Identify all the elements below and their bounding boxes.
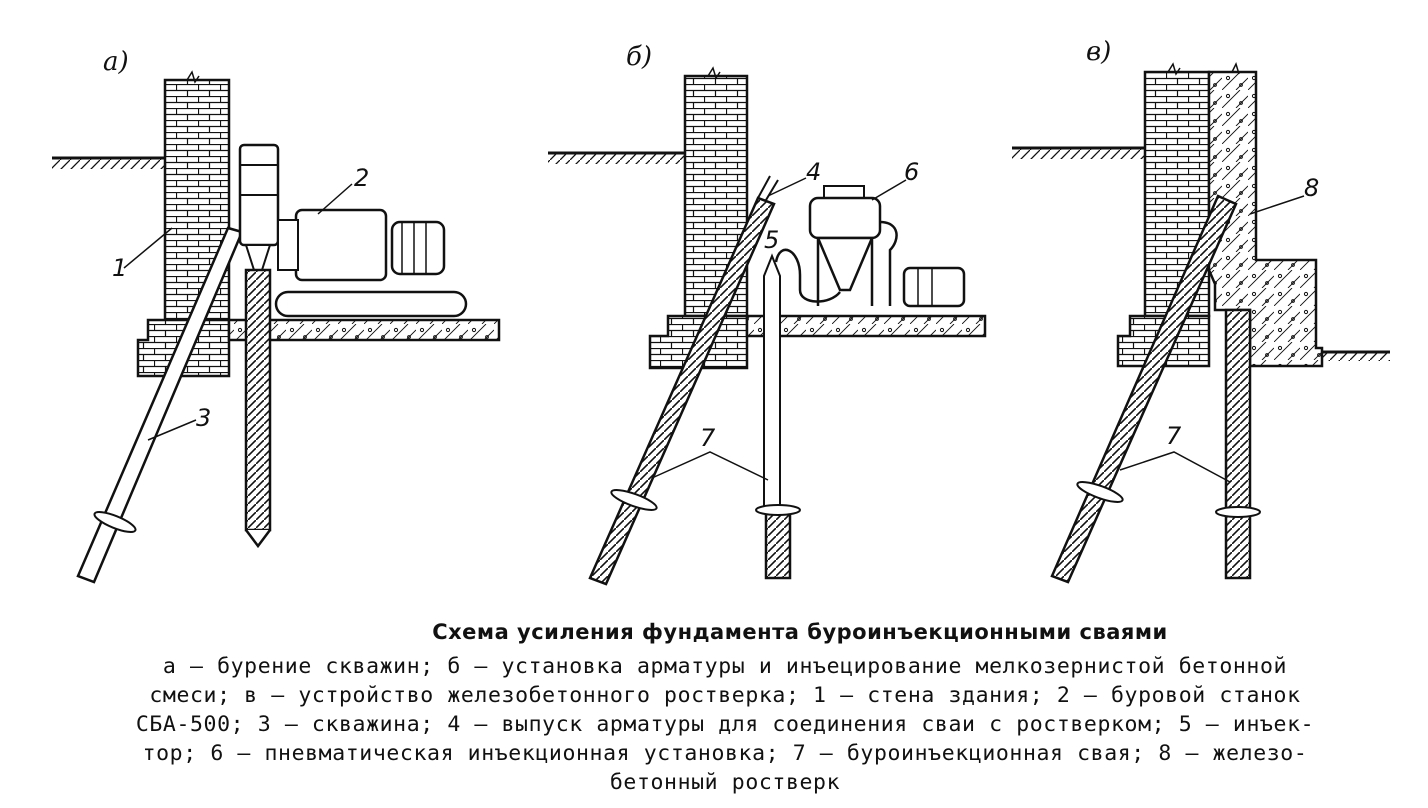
leader-4 (767, 177, 807, 197)
machine-skid (274, 290, 468, 318)
foundation-diagram: а) 1 2 3 б) (52, 37, 1390, 586)
label-7: 7 (1166, 422, 1182, 450)
hopper-cone (816, 236, 874, 292)
leader-2 (317, 183, 353, 215)
reinforced-concrete-grillage (1207, 70, 1324, 368)
pile-clamp (755, 504, 801, 516)
motor-fins (917, 268, 933, 306)
drill-head (244, 244, 272, 271)
wall-break-mark (1167, 62, 1181, 76)
leader-3 (147, 419, 197, 441)
drill-bit (245, 529, 271, 549)
soil-hatch (52, 159, 165, 169)
drill-gearbox (277, 219, 299, 271)
label-7: 7 (700, 424, 716, 452)
inclined-borehole (76, 226, 244, 584)
label-4: 4 (806, 158, 821, 186)
panel-b: б) 4 5 6 7 (548, 42, 987, 586)
pile-clamp (610, 489, 658, 511)
figure-caption: Схема усиления фундамента буроинъекционн… (40, 620, 1410, 797)
mixer-tank (808, 196, 882, 240)
panel-a-tag: а) (103, 47, 129, 77)
label-5: 5 (764, 226, 779, 254)
pile-clamp (1076, 481, 1124, 503)
motor-fins (401, 222, 427, 274)
floor-hatch (1322, 353, 1390, 361)
leader-7 (651, 451, 769, 481)
wall-break-mark (186, 70, 200, 84)
leader-8 (1249, 195, 1305, 215)
vertical-pile (1224, 308, 1252, 580)
injector-hose (774, 248, 841, 303)
panel-c-tag: в) (1086, 37, 1111, 67)
leader-1 (123, 227, 173, 269)
grillage-break-mark (1231, 61, 1240, 75)
drill-rod (244, 268, 272, 532)
leader-7 (1119, 451, 1231, 483)
label-2: 2 (354, 164, 369, 192)
compressor-motor (902, 266, 966, 308)
borehole-clamp (93, 511, 137, 533)
leader-6 (871, 179, 907, 201)
inclined-pile (588, 196, 776, 586)
panel-b-tag: б) (626, 42, 652, 72)
label-1: 1 (112, 254, 127, 282)
panel-c: в) 8 7 (1012, 37, 1390, 584)
floor-slab (227, 318, 501, 342)
pile-clamp (1215, 506, 1261, 518)
label-6: 6 (904, 158, 919, 186)
floor-slab (745, 314, 987, 338)
injector-tube (763, 253, 781, 511)
hopper-top (823, 185, 865, 199)
hopper-frame (816, 220, 898, 306)
panel-a: а) 1 2 3 (52, 47, 501, 584)
rebar-outlet (757, 175, 779, 201)
drill-column-band (240, 164, 278, 196)
caption-body: а — бурение скважин; б — установка армат… (135, 654, 1315, 795)
caption-title: Схема усиления фундамента буроинъекционн… (432, 620, 1168, 644)
wall-break-mark (707, 66, 721, 80)
soil-hatch (548, 154, 685, 164)
soil-hatch (1012, 149, 1145, 159)
vertical-pile (764, 508, 792, 580)
label-3: 3 (196, 404, 211, 432)
label-8: 8 (1304, 174, 1319, 202)
drill-motor-housing (294, 208, 388, 282)
electric-motor (390, 220, 446, 276)
